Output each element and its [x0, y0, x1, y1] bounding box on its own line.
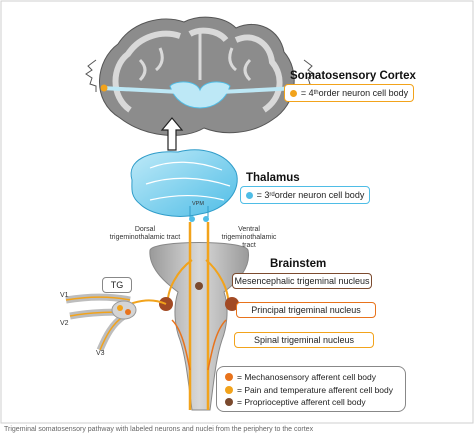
thalamus-box-sup: rd — [269, 192, 275, 198]
legend-text-1: = Pain and temperature afferent cell bod… — [237, 384, 394, 395]
legend-row-pain-temperature: = Pain and temperature afferent cell bod… — [225, 384, 405, 397]
caption: Trigeminal somatosensory pathway with la… — [4, 426, 314, 433]
v2-label: V2 — [60, 320, 69, 327]
up-arrow-icon — [160, 117, 184, 151]
thalamus-icon — [130, 149, 238, 222]
thalamus-box-post: order neuron cell body — [274, 190, 365, 200]
mesencephalic-nucleus-box: Mesencephalic trigeminal nucleus — [232, 273, 372, 289]
principal-nucleus-box: Principal trigeminal nucleus — [236, 302, 376, 318]
spinal-nucleus-box: Spinal trigeminal nucleus — [234, 332, 374, 348]
dorsal-tract-label: Dorsal trigeminothalamic tract — [109, 226, 181, 241]
thalamus-neuron-icon — [245, 191, 253, 199]
ventral-tract-label: Ventral trigeminothalamic tract — [221, 226, 277, 249]
v3-label: V3 — [96, 350, 105, 357]
trigeminal-ganglion-icon — [65, 293, 167, 352]
mechanosensory-icon — [225, 373, 233, 382]
v1-label: V1 — [60, 292, 69, 299]
pain-temperature-icon — [225, 385, 233, 394]
legend-text-0: = Mechanosensory afferent cell body — [237, 372, 376, 383]
legend-row-mechanosensory: = Mechanosensory afferent cell body — [225, 371, 405, 384]
proprioceptive-icon — [225, 398, 233, 407]
vpm-label: VPM — [192, 201, 204, 207]
thalamus-title: Thalamus — [246, 172, 300, 184]
cortex-box-post: order neuron cell body — [318, 88, 409, 98]
cortex-box-sup: th — [313, 90, 319, 96]
legend-text-2: = Proprioceptive afferent cell body — [237, 397, 366, 408]
tg-label: TG — [102, 277, 132, 293]
brain-section-icon — [99, 16, 300, 136]
legend: = Mechanosensory afferent cell body = Pa… — [216, 366, 406, 412]
brainstem-title: Brainstem — [270, 258, 327, 270]
thalamus-box-pre: = 3 — [256, 190, 270, 200]
legend-row-proprioceptive: = Proprioceptive afferent cell body — [225, 396, 405, 409]
cortex-box-pre: = 4 — [300, 88, 314, 98]
cortex-title: Somatosensory Cortex — [290, 70, 416, 82]
cortex-neuron-icon — [289, 89, 297, 97]
